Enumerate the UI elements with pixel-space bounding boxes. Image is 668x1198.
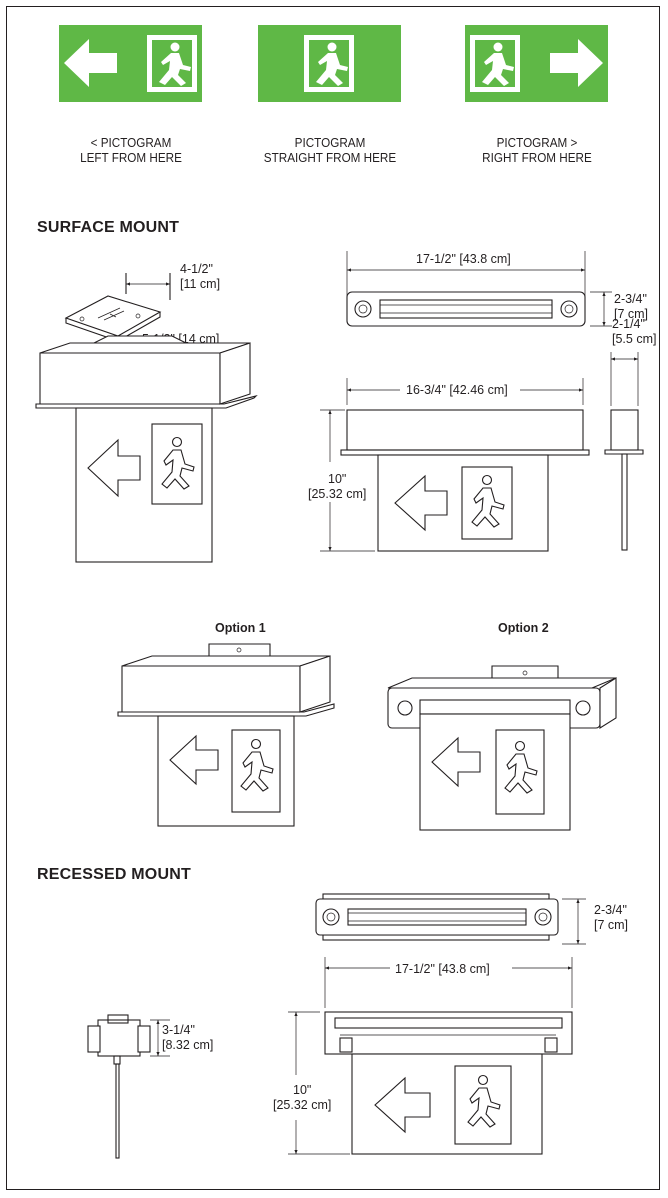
mounting-plate-drawing — [64, 295, 162, 342]
dim-top-height: 2-3/4" [7 cm] — [614, 292, 649, 321]
option-1-drawing — [117, 643, 335, 827]
option-2-label: Option 2 — [498, 621, 549, 635]
recessed-front-view — [288, 957, 573, 1155]
dim-front-height: 10" [25.32 cm] — [308, 472, 367, 501]
surface-side-view — [604, 352, 644, 551]
dim-recessed-front-height: 10" [25.32 cm] — [273, 1083, 332, 1112]
surface-perspective-drawing — [35, 335, 258, 563]
sign-right-pictogram — [465, 25, 608, 102]
dim-side-depth: 2-1/4" [5.5 cm] — [612, 317, 657, 346]
dim-front-width: 16-3/4" [42.46 cm] — [406, 383, 508, 397]
surface-mount-heading: SURFACE MOUNT — [37, 219, 180, 236]
recessed-side-view — [87, 1014, 170, 1159]
dim-recessed-side-height: 3-1/4" [8.32 cm] — [162, 1023, 214, 1052]
sign-left-pictogram — [59, 25, 202, 102]
surface-front-view — [320, 378, 590, 552]
caption-left: < PICTOGRAM LEFT FROM HERE — [80, 135, 182, 165]
option-2-drawing — [387, 665, 617, 831]
caption-straight: PICTOGRAM STRAIGHT FROM HERE — [263, 135, 397, 165]
dim-recessed-top-height: 2-3/4" [7 cm] — [594, 903, 629, 932]
dim-plate-width: 4-1/2" [11 cm] — [180, 262, 221, 291]
dim-recessed-front-width: 17-1/2" [43.8 cm] — [395, 962, 490, 976]
sign-straight-pictogram — [258, 25, 401, 102]
surface-top-view — [346, 251, 612, 327]
dim-top-width: 17-1/2" [43.8 cm] — [416, 252, 511, 266]
spec-sheet-frame — [6, 6, 660, 1190]
recessed-top-view — [315, 893, 586, 945]
option-1-label: Option 1 — [215, 621, 266, 635]
recessed-mount-heading: RECESSED MOUNT — [37, 866, 191, 883]
caption-right: PICTOGRAM > RIGHT FROM HERE — [482, 135, 592, 165]
